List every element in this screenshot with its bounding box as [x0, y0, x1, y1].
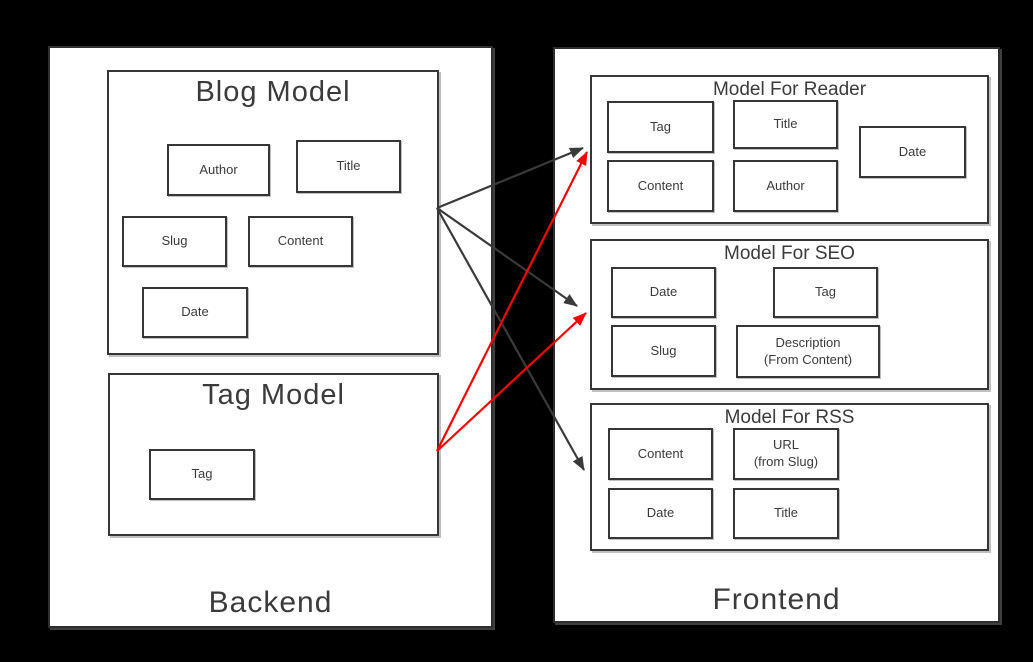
frontend-label: Frontend: [712, 583, 841, 616]
field-tag: Tag: [149, 449, 255, 500]
field-slug: Slug: [611, 325, 716, 377]
field-title: Title: [733, 100, 838, 149]
field-date: Date: [859, 126, 966, 178]
field-content: Content: [608, 428, 713, 480]
model-for-seo-box: Model For SEO Date Tag Slug Description …: [590, 239, 989, 390]
field-content: Content: [248, 216, 353, 267]
field-title: Title: [296, 140, 401, 193]
field-author: Author: [733, 160, 838, 212]
field-date: Date: [611, 267, 716, 318]
field-url: URL (from Slug): [733, 428, 839, 480]
backend-label: Backend: [208, 586, 333, 619]
model-for-reader-box: Model For Reader Tag Title Date Content …: [590, 75, 989, 224]
frontend-panel: Model For Reader Tag Title Date Content …: [553, 47, 1000, 623]
field-description: Description (From Content): [736, 325, 880, 378]
field-author: Author: [167, 144, 270, 196]
model-for-reader-title: Model For Reader: [712, 79, 867, 100]
blog-model-box: Blog Model Author Title Slug Content Dat…: [107, 70, 439, 355]
tag-model-box: Tag Model Tag: [108, 373, 439, 536]
field-tag: Tag: [607, 101, 714, 153]
blog-model-title: Blog Model: [195, 76, 351, 108]
field-date: Date: [142, 287, 248, 338]
field-content: Content: [607, 160, 714, 212]
model-for-rss-box: Model For RSS Content URL (from Slug) Da…: [590, 403, 989, 551]
field-date: Date: [608, 488, 713, 539]
model-for-seo-title: Model For SEO: [724, 243, 855, 264]
model-for-rss-title: Model For RSS: [724, 407, 855, 428]
tag-model-title: Tag Model: [202, 379, 345, 411]
field-title: Title: [733, 488, 839, 539]
field-slug: Slug: [122, 216, 227, 267]
backend-panel: Blog Model Author Title Slug Content Dat…: [48, 46, 493, 628]
field-tag: Tag: [773, 267, 878, 318]
